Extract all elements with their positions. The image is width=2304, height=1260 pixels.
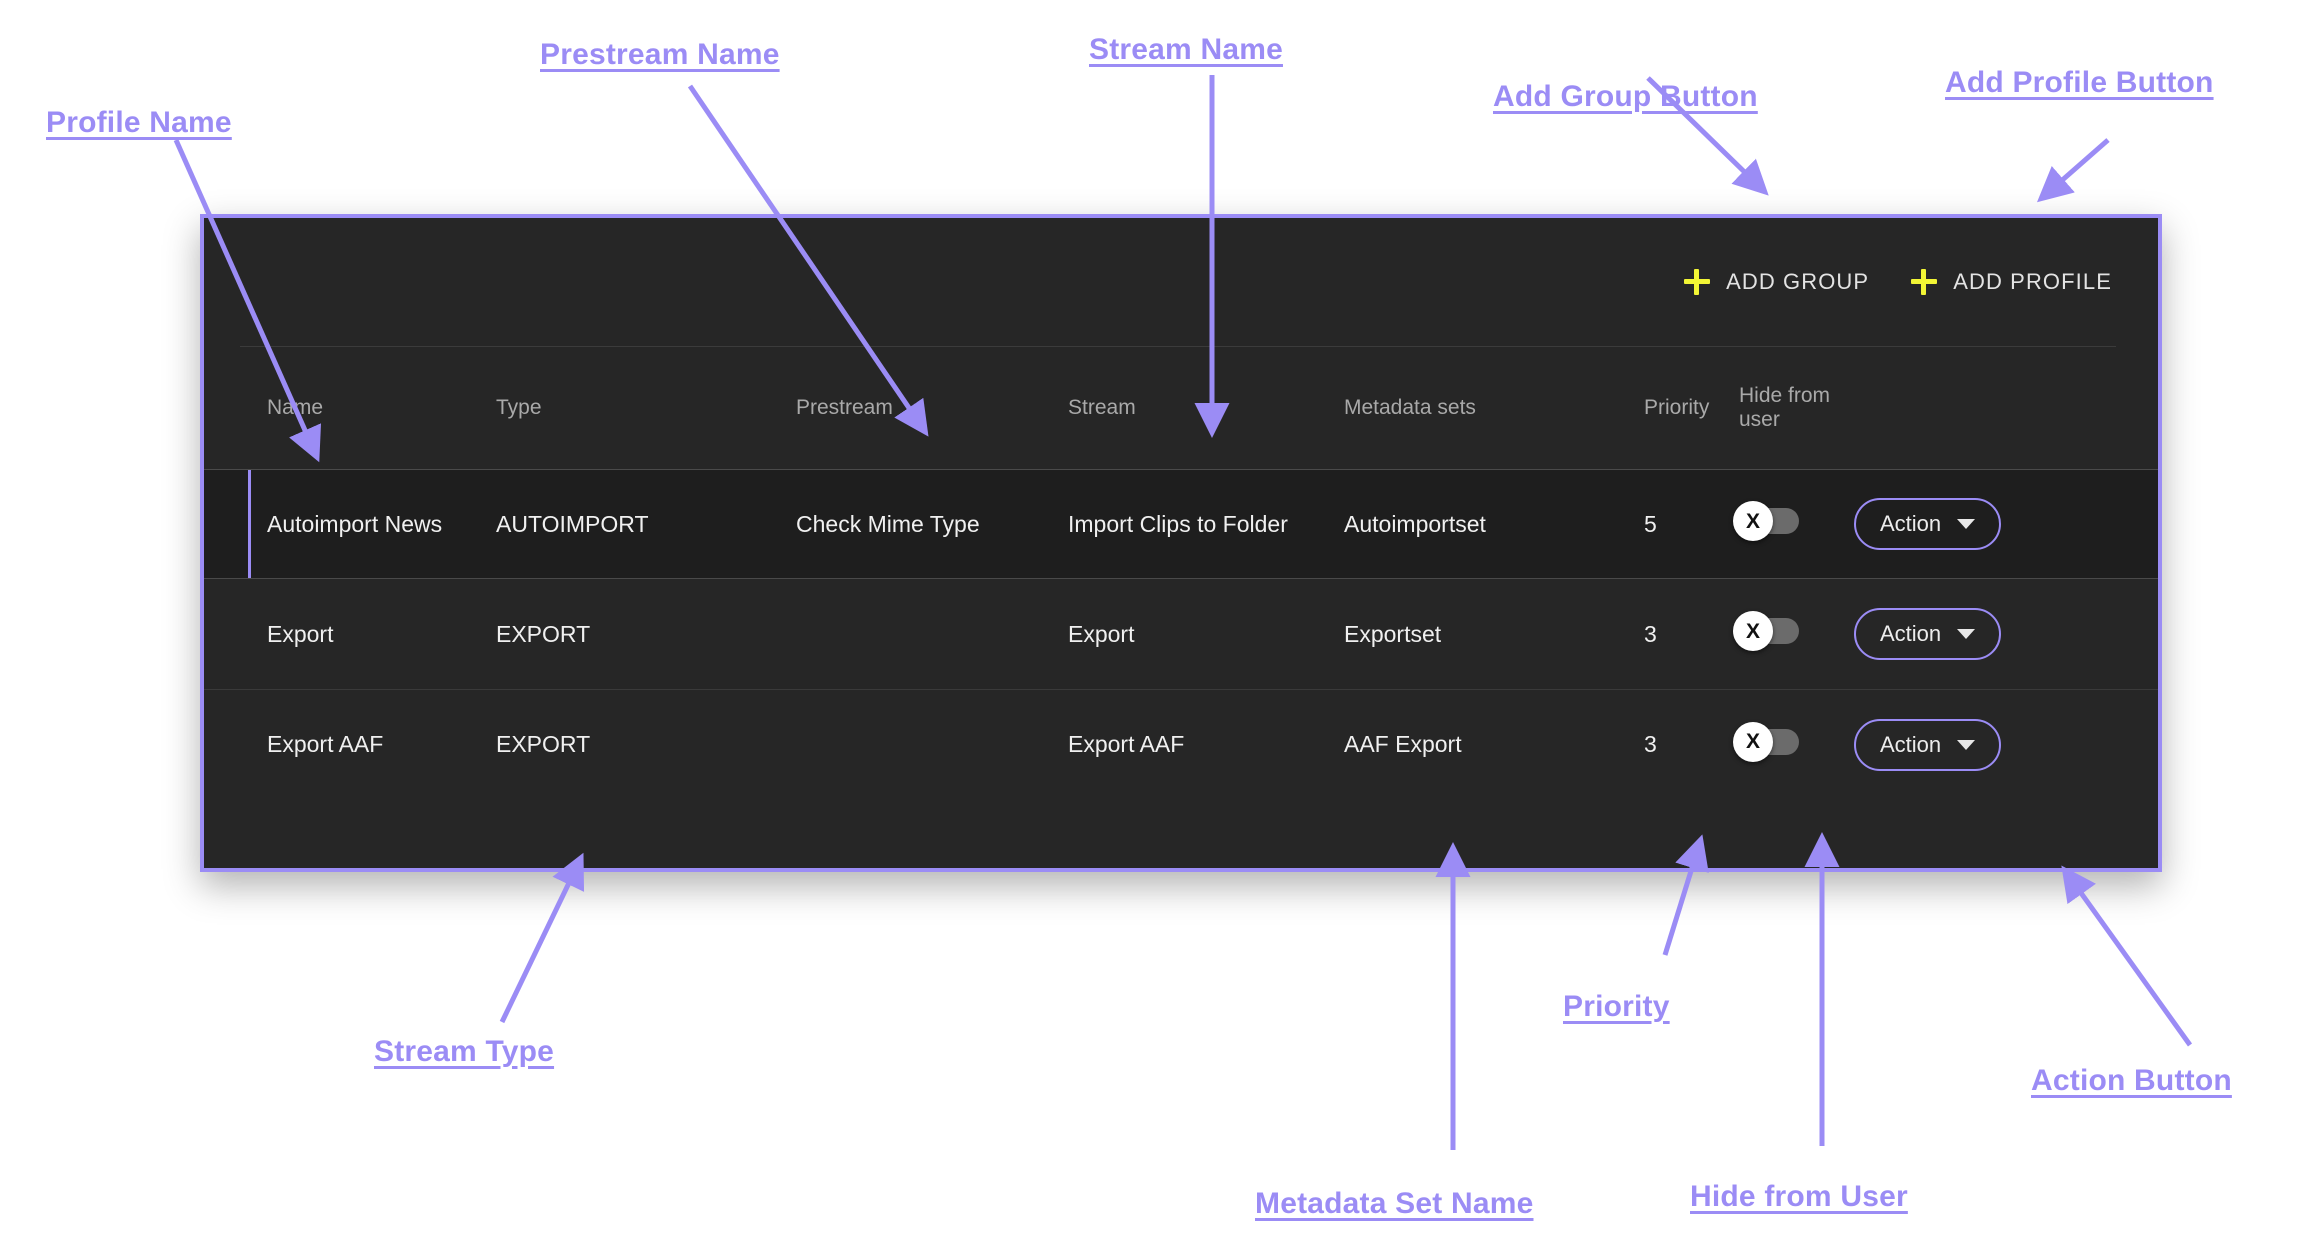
- column-header-priority: Priority: [1644, 396, 1710, 419]
- column-header-hide-from-user: Hide from user: [1739, 384, 1831, 431]
- annotation-label: Metadata Set Name: [1255, 1187, 1534, 1220]
- cell-action: Action: [1854, 718, 2054, 771]
- arrow-action-button: [2061, 865, 2193, 1047]
- cell-name: Export AAF: [267, 731, 384, 757]
- column-header-type: Type: [496, 396, 542, 419]
- cell-action: Action: [1854, 498, 2054, 550]
- column-header-prestream: Prestream: [796, 396, 893, 419]
- cell-metadata-sets: Autoimportset: [1344, 510, 1486, 537]
- cell-type: AUTOIMPORT: [496, 510, 649, 537]
- cell-priority: 3: [1644, 620, 1657, 647]
- annotation-label: Priority: [1563, 990, 1670, 1023]
- cell-stream: Export AAF: [1068, 731, 1185, 757]
- action-button-label: Action: [1880, 511, 1942, 536]
- cell-hide-from-user: X: [1733, 721, 1854, 762]
- chevron-down-icon: [1957, 629, 1976, 639]
- column-header-stream: Stream: [1068, 396, 1136, 419]
- table-header-row: Name Type Prestream Stream Metadata sets…: [204, 347, 2158, 469]
- chevron-down-icon: [1957, 739, 1976, 750]
- annotation-label: Stream Type: [374, 1035, 555, 1068]
- arrow-add-profile: [2036, 138, 2110, 203]
- column-header-name: Name: [267, 396, 324, 419]
- column-header-metadata-sets: Metadata sets: [1344, 396, 1476, 419]
- add-group-button[interactable]: ADD GROUP: [1678, 261, 1875, 303]
- hide-from-user-toggle[interactable]: X: [1733, 501, 1799, 541]
- annotation-label: Add Group Button: [1493, 80, 1758, 113]
- annotation-label: Action Button: [2031, 1064, 2232, 1097]
- arrow-stream-type: [499, 852, 585, 1024]
- annotation-label: Stream Name: [1089, 33, 1283, 66]
- cell-action: Action: [1854, 608, 2054, 660]
- panel-toolbar: ADD GROUP ADD PROFILE: [204, 218, 2158, 346]
- cell-metadata-sets: AAF Export: [1344, 731, 1462, 757]
- plus-icon: [1911, 269, 1938, 295]
- action-button[interactable]: Action: [1854, 608, 2002, 660]
- table-row[interactable]: Export EXPORT Export Exportset 3 X Actio…: [204, 579, 2158, 689]
- annotation-label: Add Profile Button: [1945, 66, 2214, 99]
- add-profile-button[interactable]: ADD PROFILE: [1905, 261, 2118, 303]
- stream-profiles-panel: ADD GROUP ADD PROFILE Name Type Prestrea…: [200, 214, 2162, 872]
- annotation-label: Prestream Name: [540, 38, 780, 71]
- chevron-down-icon: [1957, 519, 1976, 529]
- table-row[interactable]: Autoimport News AUTOIMPORT Check Mime Ty…: [204, 469, 2158, 579]
- cell-name: Autoimport News: [267, 510, 443, 537]
- action-button[interactable]: Action: [1854, 498, 2002, 550]
- add-group-label: ADD GROUP: [1726, 269, 1870, 294]
- cell-prestream: Check Mime Type: [796, 510, 980, 537]
- toggle-x-icon: X: [1733, 611, 1773, 651]
- cell-stream: Import Clips to Folder: [1068, 510, 1288, 537]
- cell-metadata-sets: Exportset: [1344, 620, 1442, 647]
- table-row[interactable]: Export AAF EXPORT Export AAF AAF Export …: [204, 689, 2158, 799]
- cell-type: EXPORT: [496, 731, 591, 757]
- cell-name: Export: [267, 620, 334, 647]
- cell-hide-from-user: X: [1733, 611, 1854, 651]
- cell-hide-from-user: X: [1733, 501, 1854, 541]
- annotation-label: Profile Name: [46, 106, 232, 139]
- add-profile-label: ADD PROFILE: [1953, 269, 2112, 294]
- annotation-label: Hide from User: [1690, 1180, 1908, 1213]
- action-button-label: Action: [1880, 621, 1942, 646]
- toolbar-divider: [240, 346, 2116, 347]
- action-button[interactable]: Action: [1854, 718, 2002, 771]
- action-button-label: Action: [1880, 731, 1942, 757]
- hide-from-user-toggle[interactable]: X: [1733, 721, 1799, 762]
- cell-priority: 5: [1644, 510, 1657, 537]
- cell-priority: 3: [1644, 731, 1657, 757]
- cell-type: EXPORT: [496, 620, 591, 647]
- toggle-x-icon: X: [1733, 721, 1773, 762]
- hide-from-user-toggle[interactable]: X: [1733, 611, 1799, 651]
- plus-icon: [1684, 269, 1711, 295]
- toggle-x-icon: X: [1733, 501, 1773, 541]
- cell-stream: Export: [1068, 620, 1135, 647]
- profiles-table: Name Type Prestream Stream Metadata sets…: [204, 347, 2158, 799]
